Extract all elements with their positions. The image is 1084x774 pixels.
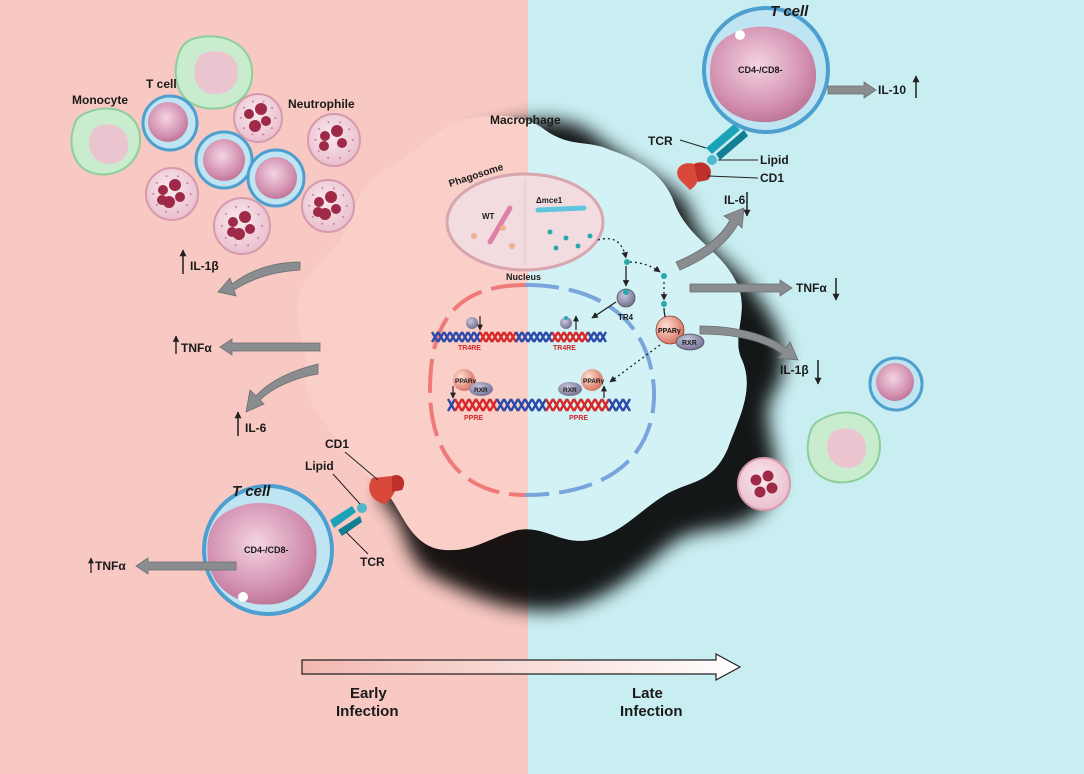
il6-late-label: IL-6	[724, 193, 746, 207]
early-phase-label-line1: Early	[350, 685, 387, 702]
t-cell-late: CD4-/CD8- T cell	[702, 3, 830, 134]
il1b-down-late: IL-1β	[780, 360, 822, 385]
il1b-early-label: IL-1β	[190, 259, 219, 273]
cytokine-labels: IL-1β TNFα IL-6 TNFα IL-6 TNFα IL-1β IL-…	[88, 75, 920, 573]
tnfa-tcell-label: TNFα	[95, 559, 126, 573]
neutrophil-cell-late	[737, 457, 791, 511]
neutrophil-cell	[145, 167, 199, 221]
ppre-label-late: PPRE	[569, 415, 588, 422]
cd1-lipid-tcr-early: CD1 Lipid TCR	[305, 437, 405, 569]
cytokine-arrows	[135, 81, 877, 575]
dna-ppre	[446, 398, 632, 412]
il10-up-late: IL-10	[878, 75, 920, 98]
phagosome: Phagosome WT Δmce1	[445, 162, 605, 272]
tcr-label-late: TCR	[648, 134, 673, 148]
tnfa-down-late: TNFα	[796, 278, 840, 301]
t-cell-early-marker: CD4-/CD8-	[244, 545, 289, 555]
ppar-rxr-bound-late: RXR PPARγ	[558, 369, 607, 398]
neutrophil-cell	[213, 197, 271, 255]
neutrophil-cell	[233, 93, 283, 143]
tcr-label-early: TCR	[360, 555, 385, 569]
il10-late-label: IL-10	[878, 83, 906, 97]
lipid-label-early: Lipid	[305, 459, 334, 473]
tr4-bound-early	[466, 316, 483, 331]
late-phase-label-line1: Late	[632, 685, 663, 702]
tnfa-late-label: TNFα	[796, 281, 827, 295]
small-t-cell	[141, 94, 199, 152]
small-t-cell	[246, 148, 306, 208]
monocyte-label: Monocyte	[72, 93, 128, 107]
ppar-label: PPARγ	[658, 328, 681, 335]
neutrophil-cell	[307, 113, 361, 167]
neutrophil-cell	[301, 179, 355, 233]
nucleus-label: Nucleus	[506, 272, 541, 282]
t-cell-late-label: T cell	[770, 3, 809, 20]
rxr-label: RXR	[682, 340, 697, 347]
macrophage-label: Macrophage	[490, 113, 561, 127]
ppar-bound-early-label: PPARγ	[455, 378, 477, 385]
tr4-bound-late	[560, 315, 579, 330]
ppar-rxr-complex: PPARγ RXR	[609, 315, 705, 383]
cd1-lipid-tcr-late: TCR Lipid CD1	[648, 124, 789, 190]
lipid-label-late: Lipid	[760, 153, 789, 167]
il6-up-early: IL-6	[234, 411, 267, 436]
neutrophile-label: Neutrophile	[288, 97, 355, 111]
wt-label: WT	[482, 212, 495, 221]
early-immune-cells: Monocyte T cell Neutrophile	[70, 35, 355, 208]
t-cell-late-marker: CD4-/CD8-	[738, 65, 783, 75]
late-immune-cells	[806, 356, 924, 484]
nucleus: Nucleus	[427, 272, 657, 497]
cd1-label-late: CD1	[760, 171, 784, 185]
t-cell-early: CD4-/CD8- T cell	[202, 483, 334, 616]
neutrophil-group	[145, 93, 791, 511]
small-t-cell	[194, 130, 254, 190]
il6-early-label: IL-6	[245, 421, 267, 435]
monocyte-cell	[70, 107, 142, 176]
tr4-label: TR4	[618, 313, 634, 322]
ppre-label-early: PPRE	[464, 415, 483, 422]
small-t-cell	[868, 356, 924, 412]
late-phase-label-line2: Infection	[620, 703, 683, 720]
tr4re-label-late: TR4RE	[553, 345, 576, 352]
tnfa-early-label: TNFα	[181, 341, 212, 355]
monocyte-cell	[806, 411, 882, 484]
rxr-bound-late-label: RXR	[563, 387, 577, 394]
rxr-bound-early-label: RXR	[474, 387, 488, 394]
dna-tr4re	[430, 331, 608, 343]
il1b-late-label: IL-1β	[780, 363, 809, 377]
small-t-cell-label: T cell	[146, 77, 177, 91]
tr4-protein: TR4	[591, 288, 636, 322]
tr4re-label-early: TR4RE	[458, 345, 481, 352]
monocyte-cell	[174, 35, 254, 110]
early-phase-label-line2: Infection	[336, 703, 399, 720]
ppar-rxr-bound-early: PPARγ RXR	[450, 369, 493, 399]
tnfa-up-early: TNFα	[172, 335, 212, 355]
il1b-up-early: IL-1β	[179, 249, 219, 274]
ppar-bound-late-label: PPARγ	[583, 378, 605, 385]
cd1-label-early: CD1	[325, 437, 349, 451]
wt-bacterium	[487, 205, 513, 245]
infection-timeline-arrow	[301, 652, 742, 682]
mce1-mutant-label: Δmce1	[536, 196, 563, 205]
il6-down-late: IL-6	[724, 192, 751, 217]
t-cell-early-label: T cell	[232, 483, 271, 500]
tnfa-up-tcell: TNFα	[88, 557, 126, 573]
mce1-mutant-bacterium	[535, 205, 587, 213]
